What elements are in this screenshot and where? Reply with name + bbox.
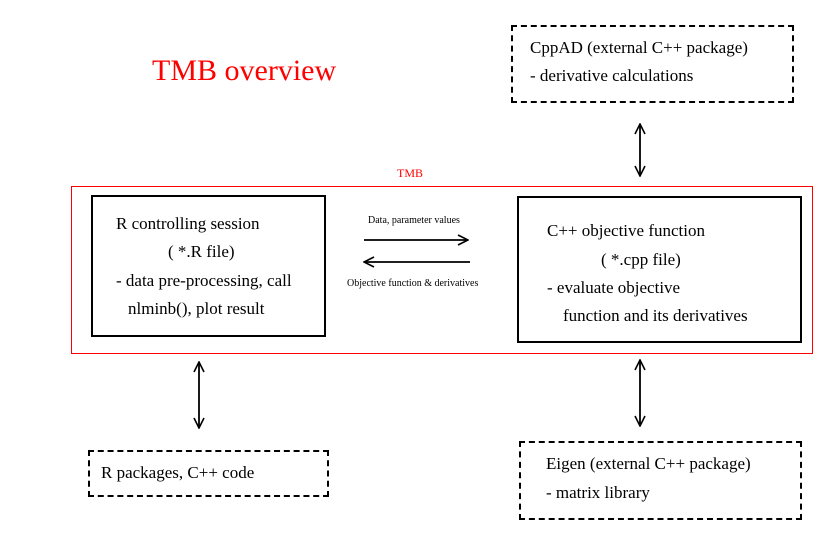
eigen-box-description: - matrix library — [546, 483, 650, 502]
r-session-box-title: R controlling session — [116, 214, 260, 233]
tmb-group-label: TMB — [397, 166, 424, 180]
cpp-objective-box-detail-2: function and its derivatives — [563, 306, 748, 325]
tmb-group-frame — [71, 186, 813, 354]
r-packages-box-title: R packages, C++ code — [101, 463, 255, 482]
cpp-objective-box-title: C++ objective function — [547, 221, 705, 240]
r-session-box-file: ( *.R file) — [168, 242, 235, 261]
cppad-box: CppAD (external C++ package) - derivativ… — [511, 25, 794, 103]
cpp-objective-box-file: ( *.cpp file) — [601, 250, 681, 269]
r-session-box: R controlling session ( *.R file) - data… — [91, 195, 326, 337]
eigen-box-title: Eigen (external C++ package) — [546, 454, 751, 473]
page-title: TMB overview — [152, 54, 337, 87]
eigen-box: Eigen (external C++ package) - matrix li… — [519, 441, 802, 520]
cppad-box-title: CppAD (external C++ package) — [530, 38, 748, 57]
cpp-objective-box-detail-1: - evaluate objective — [547, 278, 681, 297]
r-session-box-detail-1: - data pre-processing, call — [116, 271, 292, 290]
cppad-box-description: - derivative calculations — [530, 66, 694, 85]
cpp-objective-box: C++ objective function ( *.cpp file) - e… — [517, 196, 802, 343]
arrow-label-to-cpp: Data, parameter values — [368, 215, 460, 226]
r-session-box-detail-2: nlminb(), plot result — [128, 299, 265, 318]
arrow-label-to-r: Objective function & derivatives — [347, 278, 479, 289]
r-packages-box: R packages, C++ code — [88, 450, 329, 497]
